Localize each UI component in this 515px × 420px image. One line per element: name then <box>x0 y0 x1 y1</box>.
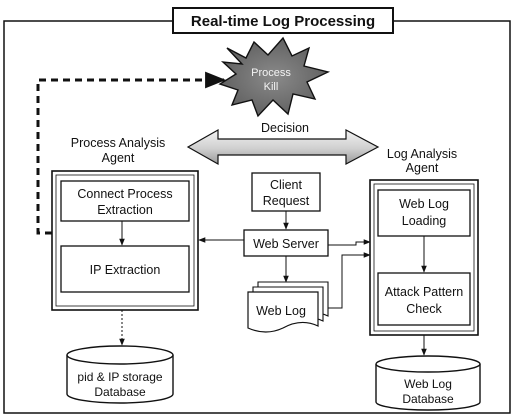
server-to-log-agent-arrow <box>328 239 371 246</box>
web-log-db-line2: Database <box>402 392 454 406</box>
decision-label: Decision <box>261 121 309 135</box>
process-kill-line2: Kill <box>264 81 279 93</box>
connect-process-box: Connect Process Extraction <box>60 180 190 222</box>
process-agent-label-line1: Process Analysis <box>71 136 165 150</box>
web-log-db-line1: Web Log <box>404 377 452 391</box>
process-kill-line1: Process <box>251 67 291 79</box>
ip-extraction-label: IP Extraction <box>90 263 161 277</box>
web-log-loading-line1: Web Log <box>399 197 449 211</box>
attack-pattern-box: Attack Pattern Check <box>377 272 471 326</box>
log-agent-label-line1: Log Analysis <box>387 147 457 161</box>
process-kill-burst: Process Kill <box>218 36 331 118</box>
title-box: Real-time Log Processing <box>172 7 394 34</box>
web-log-loading-box: Web Log Loading <box>377 189 471 237</box>
web-log-documents: Web Log <box>247 281 329 333</box>
pid-ip-database: pid & IP storage Database <box>66 345 174 404</box>
title-text: Real-time Log Processing <box>191 13 375 30</box>
web-log-database: Web Log Database <box>375 355 481 411</box>
client-request-line2: Request <box>263 194 310 208</box>
attack-pattern-line2: Check <box>406 302 442 316</box>
client-request-line1: Client <box>270 178 302 192</box>
connect-process-line2: Extraction <box>97 203 153 217</box>
kill-feedback-arrow <box>36 71 227 235</box>
web-server-label: Web Server <box>253 237 319 251</box>
web-log-label: Web Log <box>256 304 306 318</box>
pid-db-line1: pid & IP storage <box>77 370 162 384</box>
web-log-loading-line2: Loading <box>402 214 447 228</box>
ip-extraction-box: IP Extraction <box>60 245 190 293</box>
log-agent-label-line2: Agent <box>406 161 439 175</box>
pid-db-line2: Database <box>94 385 146 399</box>
attack-pattern-line1: Attack Pattern <box>385 285 464 299</box>
web-server-box: Web Server <box>243 229 329 257</box>
weblog-to-log-agent-arrow <box>328 252 371 309</box>
connect-process-line1: Connect Process <box>77 187 172 201</box>
client-request-box: Client Request <box>251 172 321 212</box>
process-agent-label-line2: Agent <box>102 151 135 165</box>
decision-arrow: Decision <box>186 121 380 166</box>
